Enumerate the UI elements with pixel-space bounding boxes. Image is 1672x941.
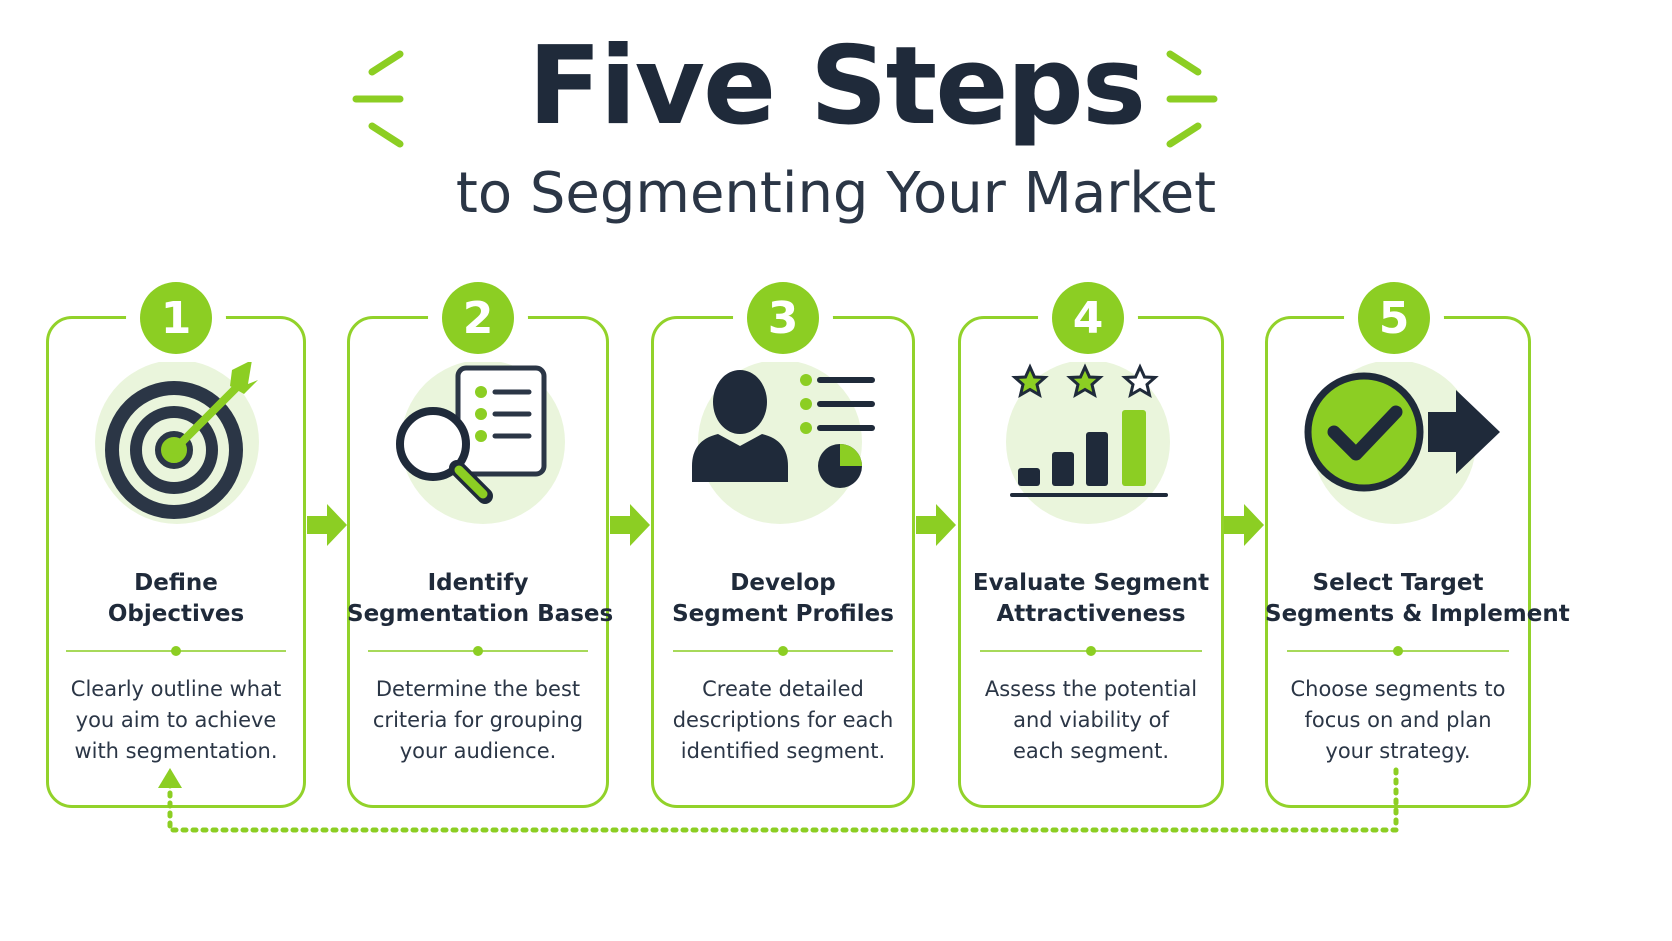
step-number-badge: 5 (1358, 282, 1430, 354)
step-description-line: and viability of (1013, 708, 1169, 732)
step-title: Develop Segment Profiles (651, 568, 915, 630)
step-description: Determine the best criteria for grouping… (347, 674, 609, 767)
step-description-line: with segmentation. (74, 739, 278, 763)
step-description-line: your audience. (399, 739, 557, 763)
magnifier-checklist-icon (396, 362, 565, 524)
arrow-right-icon (610, 504, 650, 546)
arrow-up-icon (158, 768, 182, 788)
rating-bar-chart-icon (1006, 362, 1170, 524)
step-description-line: Clearly outline what (70, 677, 282, 701)
step-description-line: each segment. (1012, 739, 1170, 763)
step-title-line: Segments & Implement (1265, 601, 1570, 627)
target-icon (95, 362, 259, 524)
arrow-right-icon (916, 504, 956, 546)
arrow-right-icon (1224, 504, 1264, 546)
step-description-line: your strategy. (1325, 739, 1471, 763)
step-description-line: Create detailed (702, 677, 864, 701)
feedback-loop-connector (158, 767, 1399, 833)
check-arrow-icon (1304, 362, 1500, 524)
step-description-line: identified segment. (680, 739, 886, 763)
step-description: Assess the potential and viability of ea… (958, 674, 1224, 767)
step-description: Choose segments to focus on and plan you… (1265, 674, 1531, 767)
step-description-line: Choose segments to (1290, 677, 1506, 701)
step-title-line: Select Target (1312, 570, 1484, 596)
divider-dot (473, 646, 483, 656)
step-description: Clearly outline what you aim to achieve … (46, 674, 306, 767)
divider-dot (778, 646, 788, 656)
step-title-line: Objectives (107, 601, 245, 627)
left-burst-icon (352, 50, 404, 148)
step-title-line: Segmentation Bases (347, 601, 614, 627)
step-title: Select Target Segments & Implement (1265, 568, 1570, 630)
step-title-line: Define (134, 570, 218, 596)
divider-dot (1086, 646, 1096, 656)
step-title-line: Evaluate Segment (972, 570, 1210, 596)
step-description-line: focus on and plan (1304, 708, 1492, 732)
divider-dot (171, 646, 181, 656)
right-burst-icon (1166, 50, 1218, 148)
step-title-line: Attractiveness (996, 601, 1186, 627)
step-description-line: you aim to achieve (75, 708, 277, 732)
step-title: Identify Segmentation Bases (347, 568, 614, 630)
main-title: Five Steps (527, 24, 1146, 149)
step-title: Evaluate Segment Attractiveness (958, 568, 1224, 630)
arrow-right-icon (307, 504, 347, 546)
step-number-badge: 4 (1052, 282, 1124, 354)
person-profile-icon (692, 362, 875, 524)
step-description: Create detailed descriptions for each id… (651, 674, 915, 767)
step-description-line: descriptions for each (672, 708, 894, 732)
step-title: Define Objectives (46, 568, 306, 630)
step-description-line: criteria for grouping (372, 708, 584, 732)
step-number-badge: 2 (442, 282, 514, 354)
divider-dot (1393, 646, 1403, 656)
step-title-line: Segment Profiles (672, 601, 894, 627)
step-description-line: Assess the potential (984, 677, 1198, 701)
step-title-line: Identify (427, 570, 529, 596)
step-number-badge: 3 (747, 282, 819, 354)
step-title-line: Develop (730, 570, 836, 596)
step-description-line: Determine the best (375, 677, 581, 701)
subtitle: to Segmenting Your Market (455, 161, 1217, 226)
step-number-badge: 1 (140, 282, 212, 354)
